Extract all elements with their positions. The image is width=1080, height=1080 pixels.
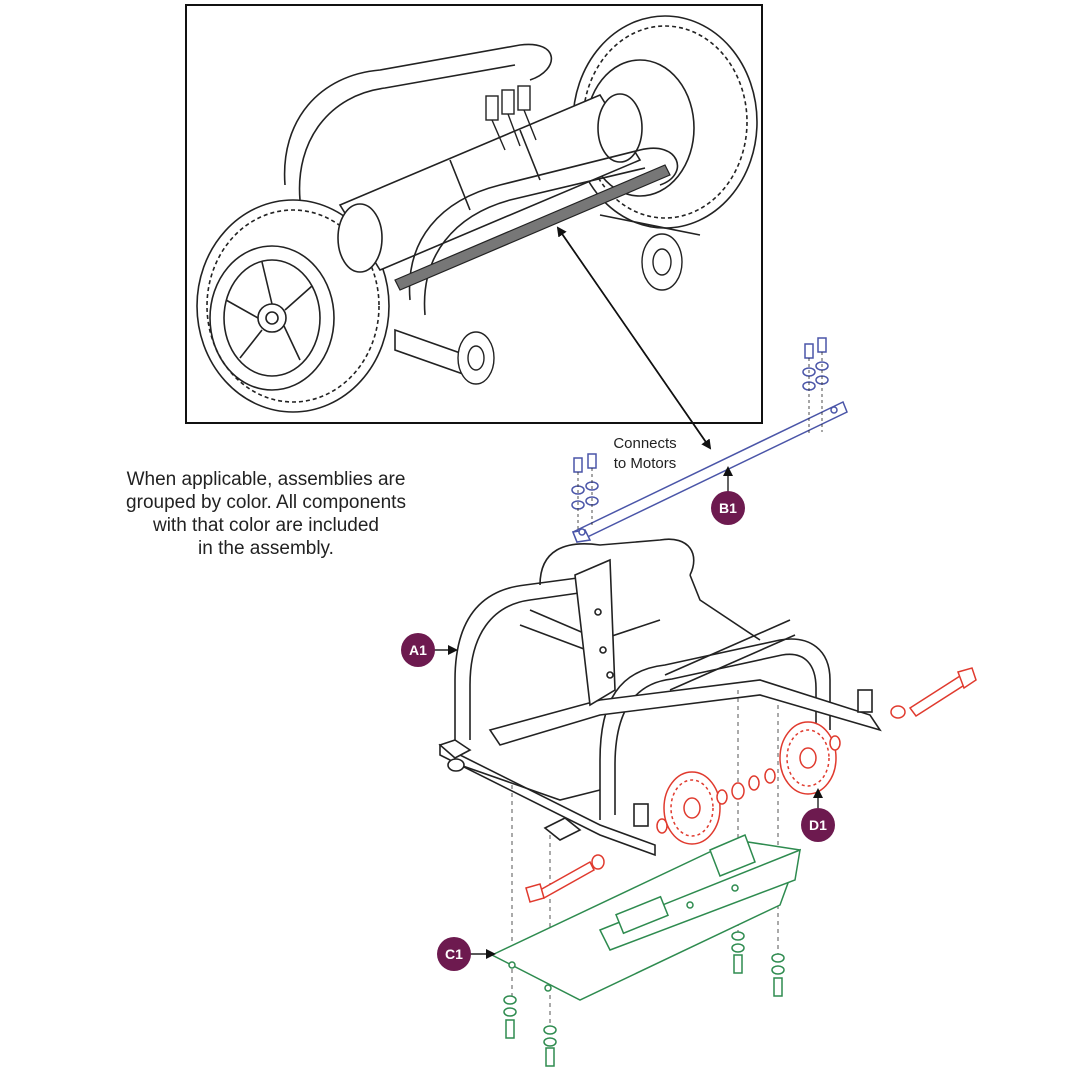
motor-body [337,93,643,273]
a1-frame [438,538,882,857]
color-grouping-note: When applicable, assemblies are grouped … [88,468,444,560]
callout-c1: C1 [437,937,496,971]
inset-assembled-view [185,4,763,424]
connects-line-2: to Motors [613,455,677,472]
callout-b1: B1 [711,466,745,525]
note-line-1: When applicable, assemblies are [126,469,406,490]
callout-a1-label: A1 [409,642,427,658]
b1-harness-bar [571,337,848,544]
inset-anti-tip-wheels [457,233,683,385]
connects-to-motors-label: Connects to Motors [600,434,690,474]
callout-c1-label: C1 [445,946,463,962]
inset-harness-bar [394,164,671,291]
note-line-2: grouped by color. All components [126,492,406,513]
callout-b1-label: B1 [719,500,737,516]
inset-connectors [485,85,537,151]
callout-d1-label: D1 [809,817,827,833]
c1-skid-plate [490,833,802,1067]
connects-line-1: Connects [613,435,677,452]
note-line-4: in the assembly. [198,538,334,559]
d1-anti-tip-wheel-assembly [525,667,977,903]
callout-a1: A1 [401,633,458,667]
note-line-3: with that color are included [152,515,379,536]
connects-arrow-tail [557,227,712,450]
callout-d1: D1 [801,788,835,842]
